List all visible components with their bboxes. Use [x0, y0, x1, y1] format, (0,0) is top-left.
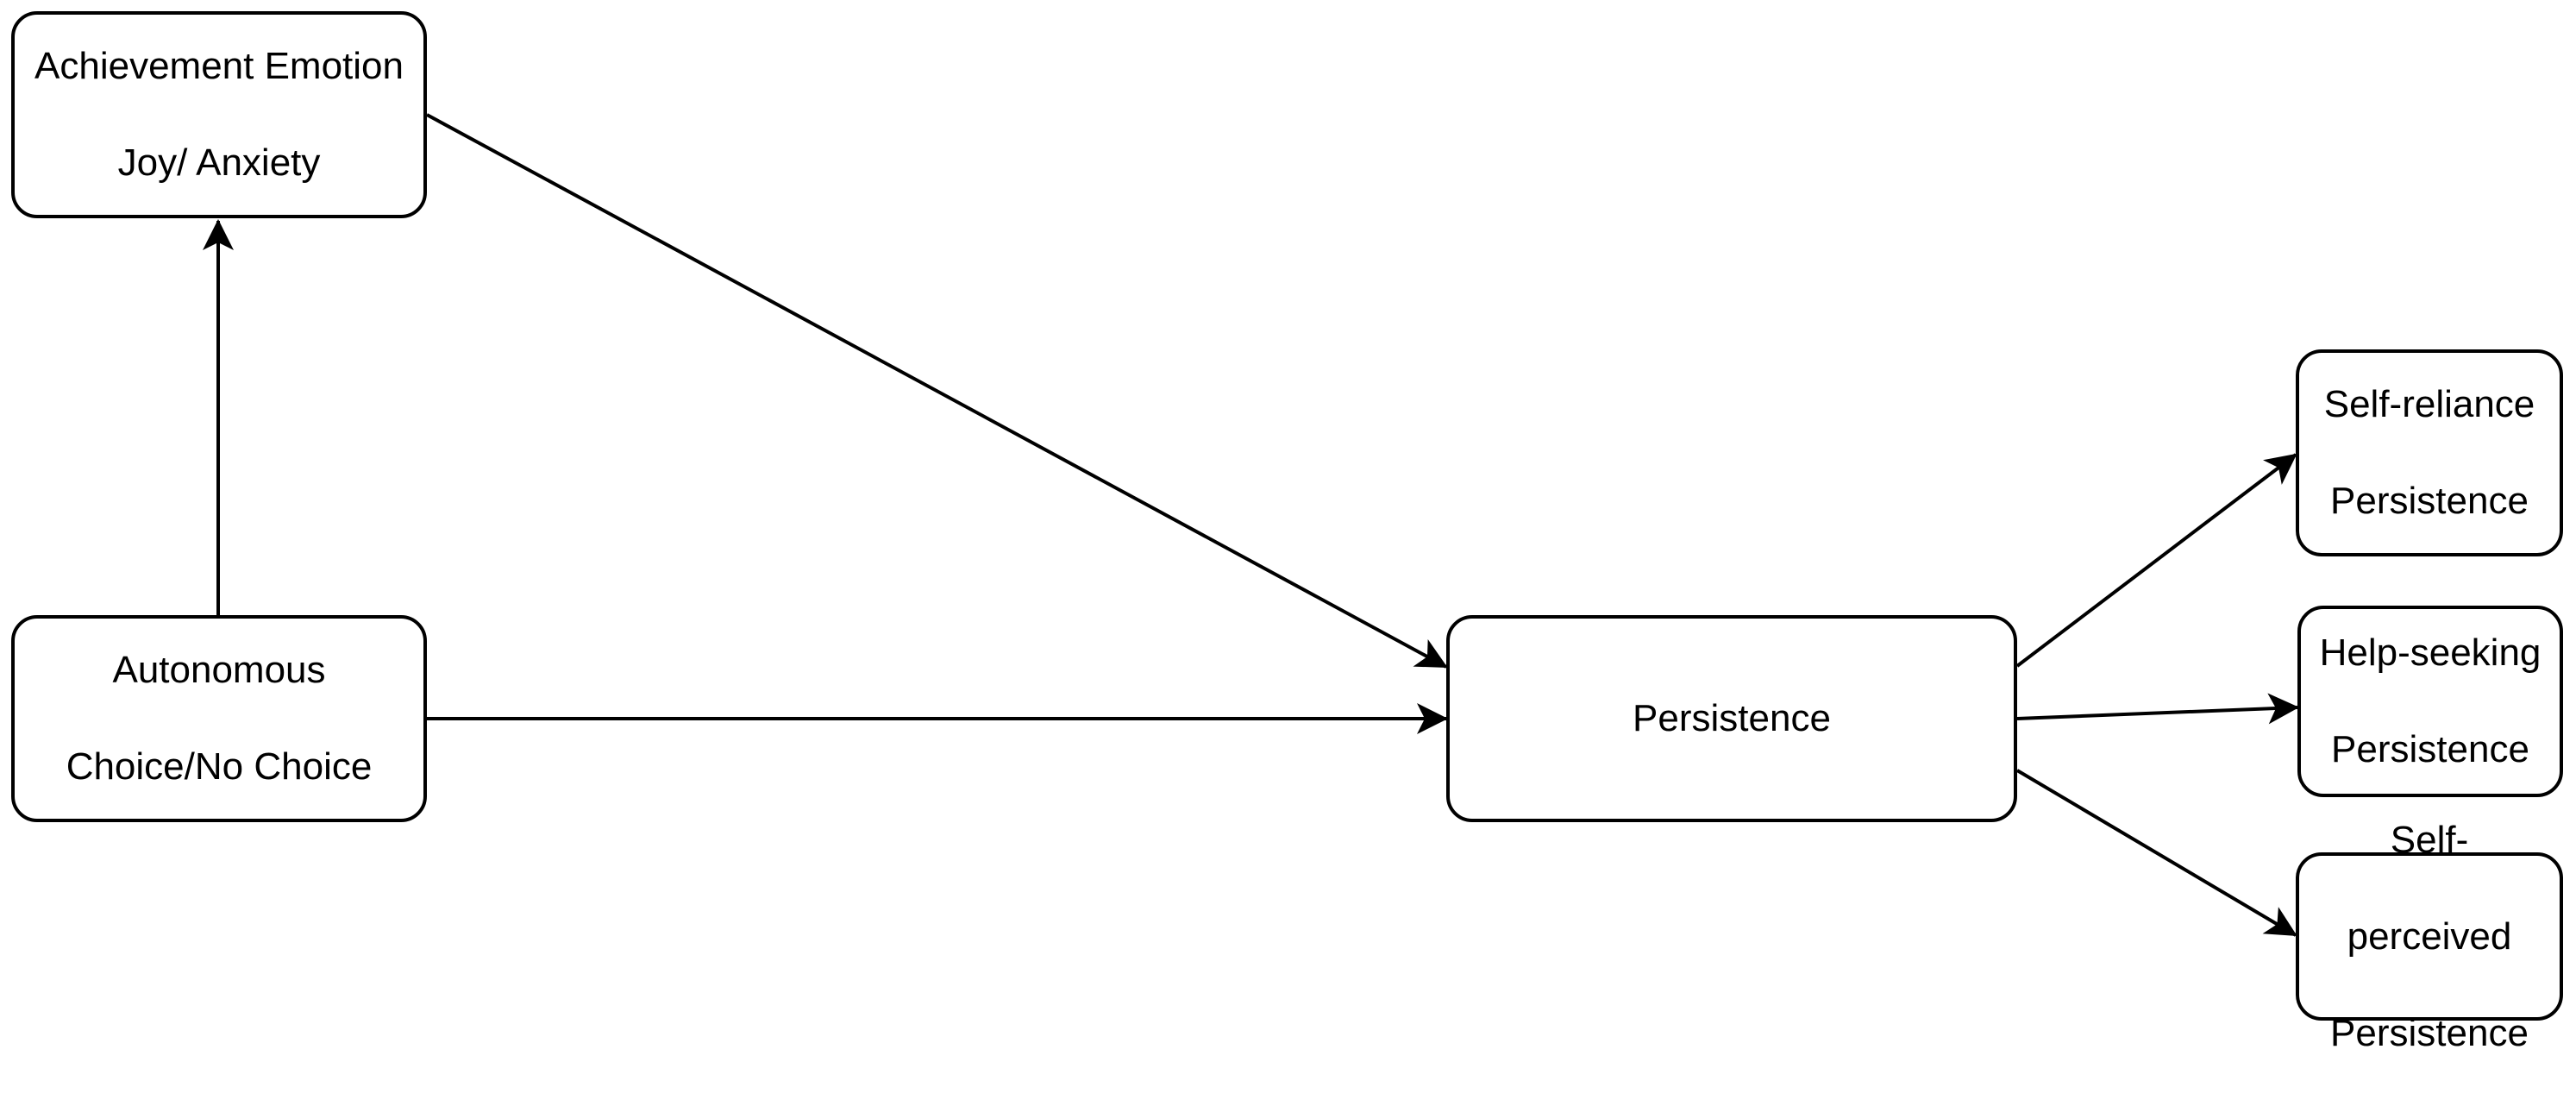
node-help-seeking-line2: Persistence [2331, 728, 2529, 770]
node-achievement-emotion-line1: Achievement Emotion [34, 45, 404, 87]
node-self-perceived-persistence: Self- perceived Persistence [2296, 819, 2563, 1054]
node-help-seeking-line1: Help-seeking [2319, 632, 2542, 674]
node-achievement-emotion: Achievement Emotion Joy/ Anxiety [11, 11, 427, 218]
edge-persistence-to-help-seeking [2016, 693, 2299, 725]
node-self-reliance-line2: Persistence [2330, 480, 2529, 522]
node-achievement-emotion-line2: Joy/ Anxiety [117, 141, 321, 184]
node-persistence-label: Persistence [1633, 697, 1831, 739]
node-autonomous-choice-line2: Choice/No Choice [66, 745, 373, 788]
node-self-reliance-persistence: Self-reliance Persistence [2296, 349, 2563, 556]
edge-persistence-to-self-perceived [2015, 769, 2297, 937]
node-autonomous-choice: Autonomous Choice/No Choice [11, 615, 427, 822]
edge-persistence-to-self-reliance [2015, 453, 2297, 668]
diagram-canvas: Achievement Emotion Joy/ Anxiety Autonom… [11, 11, 2563, 1054]
node-self-perceived-line3: Persistence [2330, 1011, 2529, 1054]
node-help-seeking-persistence: Help-seeking Persistence [2297, 606, 2563, 797]
node-self-perceived-line2: perceived [2347, 914, 2512, 958]
edge-emotion-to-persistence [426, 113, 1448, 669]
node-autonomous-choice-line1: Autonomous [112, 649, 326, 691]
node-self-perceived-line1: Self- [2390, 818, 2469, 861]
node-persistence: Persistence [1446, 615, 2017, 822]
edges-layer [203, 113, 2299, 937]
node-self-reliance-line1: Self-reliance [2323, 383, 2535, 425]
